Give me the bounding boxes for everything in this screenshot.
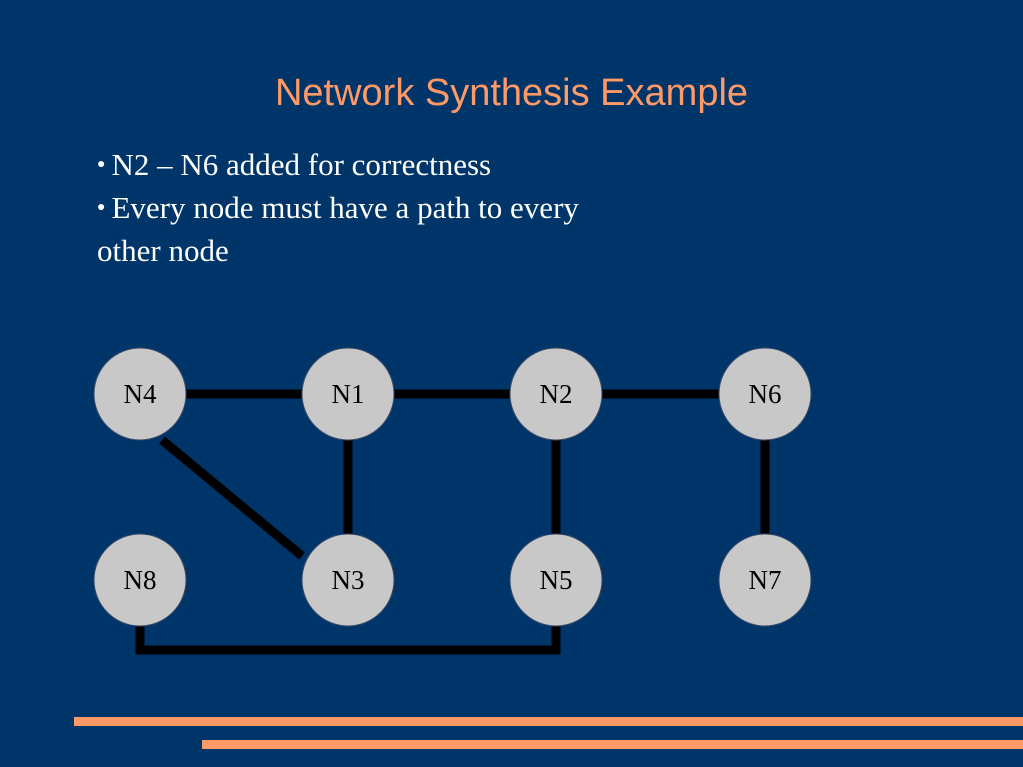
node-circle: [509, 533, 603, 627]
node-label: N1: [332, 379, 365, 409]
bullet-icon: ●: [97, 199, 106, 215]
node-n1: N1: [301, 347, 395, 441]
node-circle: [93, 347, 187, 441]
node-n8: N8: [93, 533, 187, 627]
accent-bar-top: [74, 717, 1023, 726]
node-label: N7: [749, 565, 782, 595]
node-label: N4: [124, 379, 157, 409]
accent-bar-bottom: [202, 740, 1023, 749]
node-n4: N4: [93, 347, 187, 441]
bullet-item: ● N2 – N6 added for correctness: [97, 145, 697, 188]
bullet-list: ● N2 – N6 added for correctness ● Every no…: [97, 145, 697, 271]
node-label: N8: [124, 565, 157, 595]
node-label: N3: [332, 565, 365, 595]
bullet-text: N2 – N6 added for correctness: [111, 147, 492, 182]
slide-title: Network Synthesis Example: [274, 72, 749, 114]
bullet-item: ● Every node must have a path to every: [97, 188, 697, 231]
node-n3: N3: [301, 533, 395, 627]
node-label: N5: [540, 565, 573, 595]
edges-layer: [135, 389, 770, 655]
node-n2: N2: [509, 347, 603, 441]
bullet-continuation: other node: [97, 232, 229, 268]
node-circle: [509, 347, 603, 441]
edge-n4-n3: [159, 436, 305, 560]
node-circle: [93, 533, 187, 627]
node-label: N6: [749, 379, 782, 409]
node-n7: N7: [718, 533, 812, 627]
node-circle: [301, 347, 395, 441]
node-n5: N5: [509, 533, 603, 627]
bullet-text: Every node must have a path to every: [111, 189, 579, 225]
node-circle: [718, 533, 812, 627]
bullet-icon: ●: [97, 156, 106, 172]
node-n6: N6: [718, 347, 812, 441]
node-circle: [301, 533, 395, 627]
edge-n8-n5: [135, 624, 561, 655]
node-label: N2: [540, 379, 573, 409]
node-circle: [718, 347, 812, 441]
